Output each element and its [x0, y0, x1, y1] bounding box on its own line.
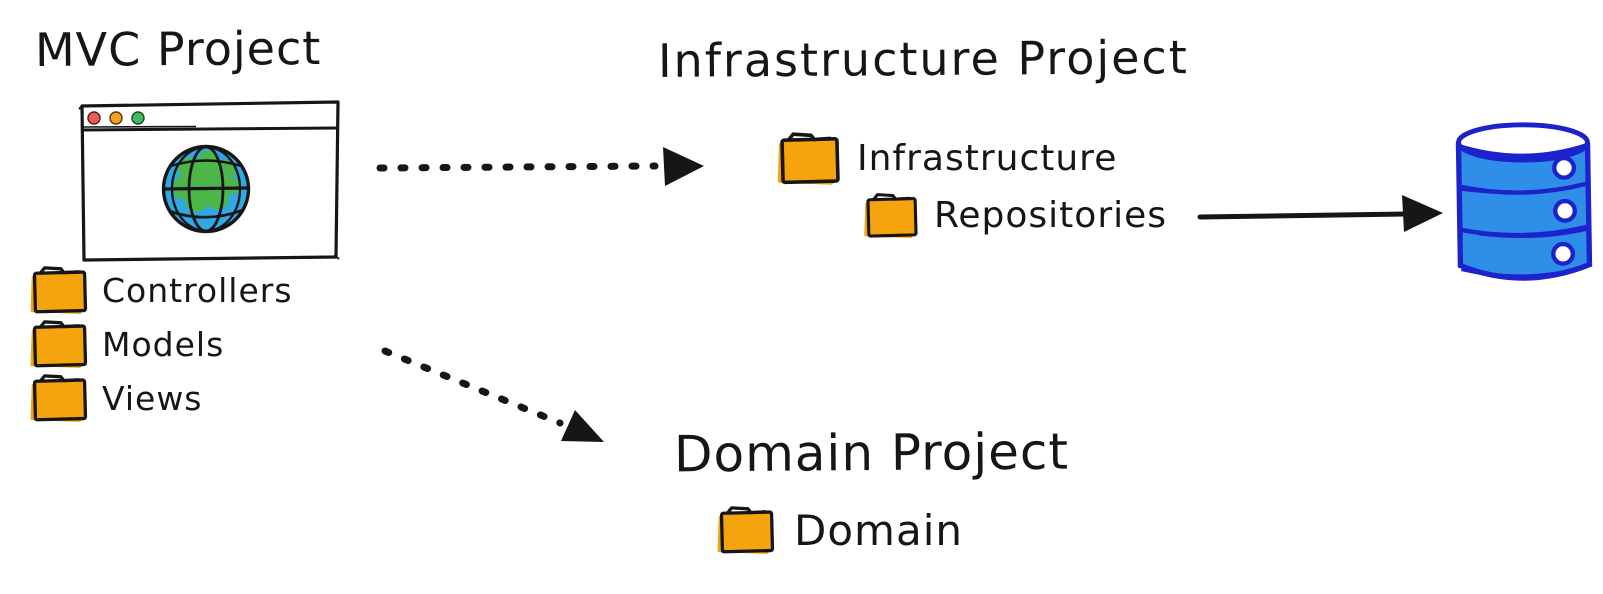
- folder-icon: [30, 266, 88, 314]
- folder-icon: [30, 320, 88, 368]
- dotted-arrow-mvc-to-domain: [381, 347, 604, 442]
- infrastructure-folder-row: Infrastructure: [775, 130, 1117, 187]
- traffic-light-green: [131, 111, 145, 125]
- database-icon: [1455, 122, 1593, 281]
- folder-label-controllers: Controllers: [102, 270, 293, 310]
- folder-icon: [30, 374, 88, 422]
- repositories-folder-row: Repositories: [862, 191, 1167, 240]
- mvc-project-title: MVC Project: [34, 21, 322, 77]
- folder-label-models: Models: [102, 324, 225, 364]
- folder-label-views: Views: [102, 378, 203, 418]
- traffic-light-yellow: [109, 111, 123, 125]
- traffic-light-red: [87, 111, 101, 125]
- domain-project-title: Domain Project: [673, 422, 1070, 484]
- folder-icon: [864, 193, 918, 239]
- folder-icon: [717, 506, 775, 554]
- folder-icon: [777, 132, 840, 185]
- dotted-arrow-mvc-to-infrastructure: [376, 147, 704, 186]
- infrastructure-project-title: Infrastructure Project: [657, 30, 1189, 88]
- folder-label-infrastructure: Infrastructure: [857, 138, 1118, 179]
- mvc-folder-row-models: Models: [28, 318, 224, 370]
- browser-window-icon: [78, 100, 340, 262]
- globe-icon: [161, 144, 251, 234]
- mvc-folder-row-views: Views: [28, 372, 203, 424]
- mvc-folder-row-controllers: Controllers: [28, 264, 293, 316]
- solid-arrow-repositories-to-database: [1197, 195, 1443, 232]
- domain-folder-row: Domain: [714, 504, 963, 556]
- folder-label-domain: Domain: [794, 505, 963, 555]
- folder-label-repositories: Repositories: [934, 195, 1168, 236]
